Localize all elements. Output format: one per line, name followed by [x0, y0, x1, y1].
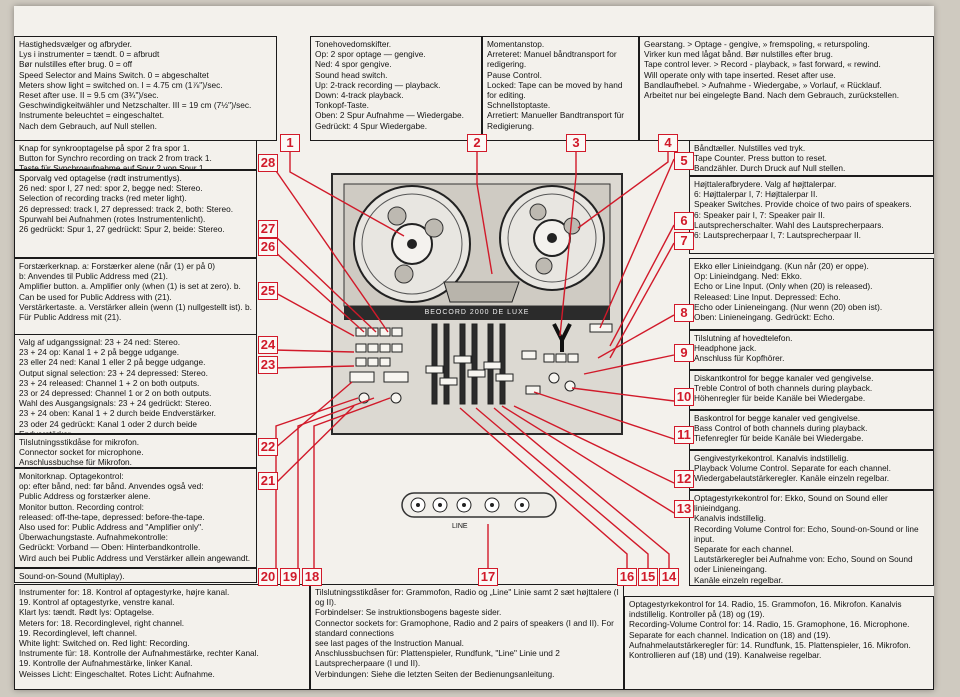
tape-control-lever — [552, 323, 572, 352]
callout-3: 3 — [566, 134, 586, 152]
callout-4: 4 — [658, 134, 678, 152]
device-brand: BEOCORD 2000 DE LUXE — [424, 309, 530, 316]
bass-control-box: Baskontrol for begge kanaler ved gengive… — [689, 410, 934, 450]
volume-sliders — [425, 323, 514, 405]
echo-recording-volume-box: Optagestyrkekontrol for: Ekko, Sound on … — [689, 490, 934, 586]
callout-22: 22 — [258, 438, 278, 456]
tape-counter-box: Båndtæller. Nulstilles ved tryk. Tape Co… — [689, 140, 934, 176]
speed-selector-box: Hastighedsvælger og afbryder. Lys i inst… — [14, 36, 277, 141]
callout-12: 12 — [674, 470, 694, 488]
amplifier-button-box: Forstærkerknap. a: Forstærker alene (når… — [14, 258, 257, 336]
callout-28: 28 — [258, 154, 278, 172]
connector-sockets-box: Tilslutningsstikdåser for: Grammofon, Ra… — [310, 584, 624, 690]
callout-1: 1 — [280, 134, 300, 152]
callout-6: 6 — [674, 212, 694, 230]
callout-16: 16 — [617, 568, 637, 586]
right-reel-icon — [499, 185, 605, 291]
left-button-bank — [355, 327, 403, 367]
callout-17: 17 — [478, 568, 498, 586]
callout-18: 18 — [302, 568, 322, 586]
callout-26: 26 — [258, 238, 278, 256]
synchro-button-box: Knap for synkrooptagelse på spor 2 fra s… — [14, 140, 257, 170]
microphone-socket-box: Tilslutningsstikdåse for mikrofon. Conne… — [14, 434, 257, 468]
callout-10: 10 — [674, 388, 694, 406]
speaker-switches-box: Højttalerafbrydere. Valg af højttalerpar… — [689, 176, 934, 254]
callout-27: 27 — [258, 220, 278, 238]
callout-8: 8 — [674, 304, 694, 322]
echo-line-input-box: Ekko eller Linieindgang. (Kun når (20) e… — [689, 258, 934, 330]
line-connector-label: LINE — [452, 523, 468, 530]
head-cover — [443, 281, 520, 303]
tape-recorder-diagram — [273, 148, 675, 576]
right-controls — [521, 323, 613, 395]
callout-25: 25 — [258, 282, 278, 300]
monitor-button-box: Monitorknap. Optagekontrol: op: efter bå… — [14, 468, 257, 568]
callout-2: 2 — [467, 134, 487, 152]
treble-control-box: Diskantkontrol for begge kanaler ved gen… — [689, 370, 934, 410]
tape-control-lever-box: Gearstang. > Optage - gengive, » fremspo… — [639, 36, 934, 141]
callout-7: 7 — [674, 232, 694, 250]
callout-23: 23 — [258, 356, 278, 374]
pause-control-box: Momentanstop. Arreteret: Manuel båndtran… — [482, 36, 639, 141]
instruction-sheet: Hastighedsvælger og afbryder. Lys i inst… — [14, 6, 934, 690]
recording-volume-box: Optagestyrkekontrol for 14. Radio, 15. G… — [624, 596, 934, 690]
callout-13: 13 — [674, 500, 694, 518]
callout-21: 21 — [258, 472, 278, 490]
sound-head-switch-box: Tonehovedomskifter. Op: 2 spor optage — … — [310, 36, 482, 141]
callout-24: 24 — [258, 336, 278, 354]
brand-strip — [344, 306, 610, 320]
callout-19: 19 — [280, 568, 300, 586]
callout-11: 11 — [674, 426, 694, 444]
left-reel-icon — [353, 185, 471, 303]
callout-15: 15 — [638, 568, 658, 586]
connector-sockets — [410, 497, 530, 513]
callout-5: 5 — [674, 152, 694, 170]
callout-14: 14 — [659, 568, 679, 586]
meters-info-box: Instrumenter for: 18. Kontrol af optages… — [14, 584, 310, 690]
callout-20: 20 — [258, 568, 278, 586]
output-signal-box: Valg af udgangssignal: 23 + 24 ned: Ster… — [14, 334, 257, 434]
track-selection-box: Sporvalg ved optagelse (rødt instrumentl… — [14, 170, 257, 258]
playback-volume-box: Gengivestyrkekontrol. Kanalvis indstille… — [689, 450, 934, 490]
headphone-jack-box: Tilslutning af hovedtelefon. Headphone j… — [689, 330, 934, 370]
sound-on-sound-box: Sound-on-Sound (Multiplay). — [14, 568, 257, 583]
callout-9: 9 — [674, 344, 694, 362]
